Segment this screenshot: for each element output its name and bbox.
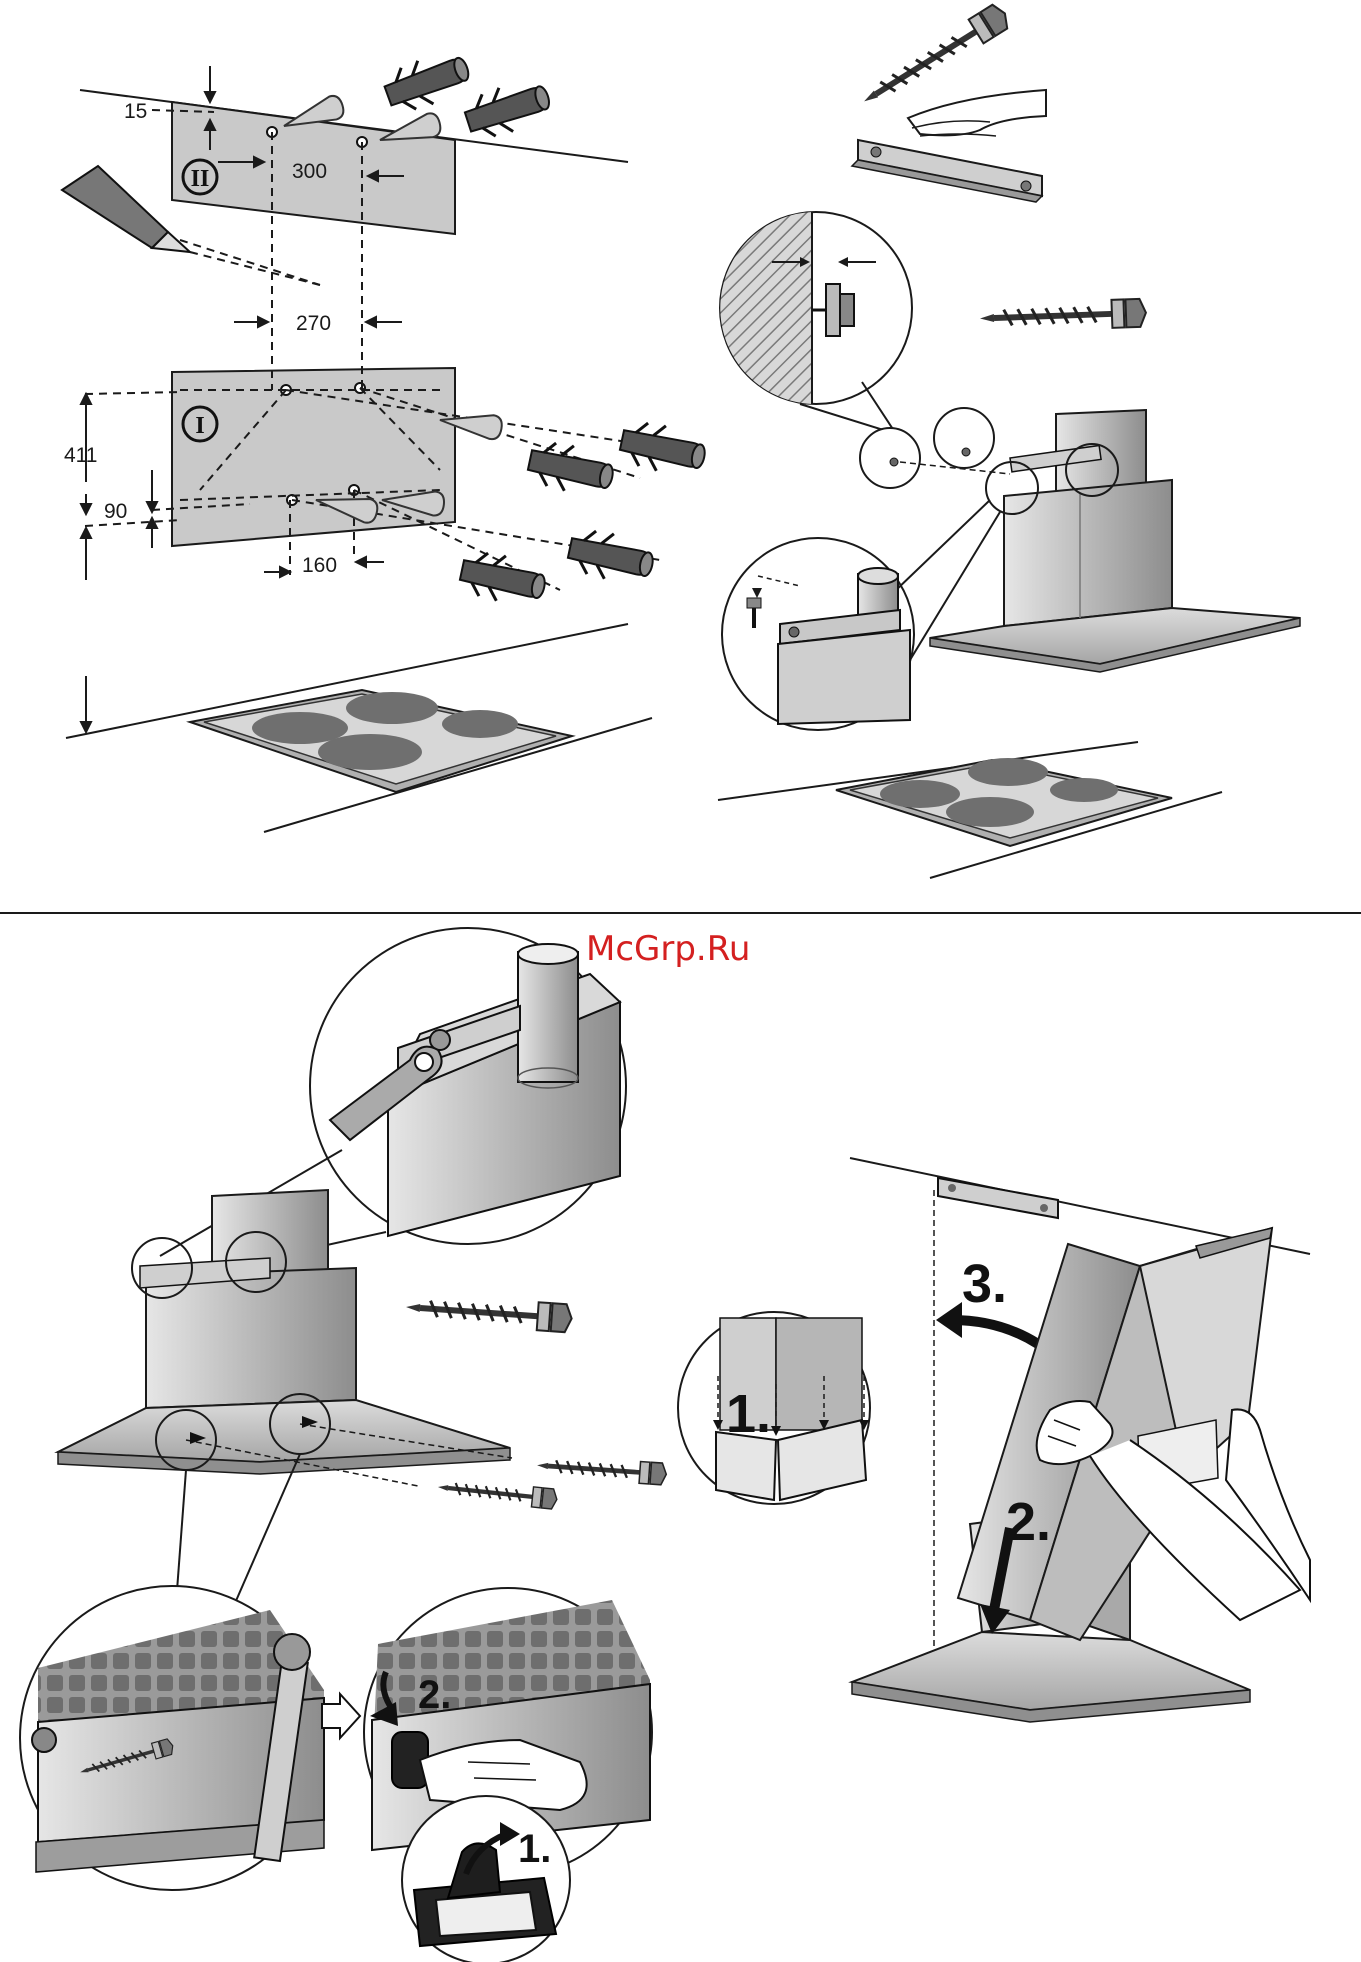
cooker-hood-with-chimney: 2. — [852, 1228, 1310, 1722]
detail-marker — [934, 408, 994, 468]
wall-plug-icon — [525, 438, 617, 500]
watermark-text: McGrp.Ru — [586, 929, 750, 969]
detail-marker — [860, 428, 920, 488]
screw-icon — [980, 299, 1147, 333]
screw-icon — [437, 1477, 558, 1510]
template-plate-lower — [172, 368, 455, 546]
wall-plug-icon — [617, 418, 709, 480]
detail-step-2-label: 2. — [418, 1673, 451, 1717]
hand-holding-bracket — [852, 90, 1046, 202]
wall-gap-detail — [720, 212, 912, 440]
wall-plug-icon — [457, 548, 549, 610]
dimension-160: 160 — [302, 554, 337, 577]
dimension-15: 15 — [124, 100, 147, 123]
panel-chimney-fitting: 3. 2. — [678, 1158, 1310, 1722]
wall-plug-icon — [380, 46, 475, 118]
cooktop-hob — [836, 758, 1172, 846]
next-step-arrow-icon — [322, 1694, 360, 1738]
cooktop-hob — [190, 690, 572, 792]
plate-lower-label: I — [195, 413, 204, 439]
detail-step-1-label: 1. — [518, 1827, 551, 1871]
step-2-label: 2. — [1006, 1492, 1051, 1552]
wall-plug-icon — [461, 74, 555, 144]
panel-hood-fastening: 2. 1. — [20, 928, 667, 1962]
clip-step-1-label: 1. — [726, 1384, 771, 1444]
panel-bracket-fixing — [718, 2, 1300, 878]
latch-detail: 1. — [402, 1796, 570, 1962]
dimension-411: 411 — [64, 444, 97, 467]
dimension-270: 270 — [296, 312, 331, 335]
dimension-90: 90 — [104, 500, 127, 523]
screw-icon — [536, 1454, 667, 1485]
filter-screw-detail — [20, 1586, 324, 1890]
dimension-300: 300 — [292, 160, 327, 183]
plate-upper-label: II — [191, 166, 210, 192]
step-3-label: 3. — [962, 1254, 1007, 1314]
step-3-arrow: 3. — [936, 1254, 1038, 1344]
bracket-detail-circle — [722, 500, 1000, 730]
wall-plug-icon — [565, 526, 657, 588]
screw-icon — [405, 1293, 573, 1333]
chimney-clip-detail: 1. — [678, 1312, 870, 1504]
panel-wall-drilling: II I — [62, 46, 709, 832]
